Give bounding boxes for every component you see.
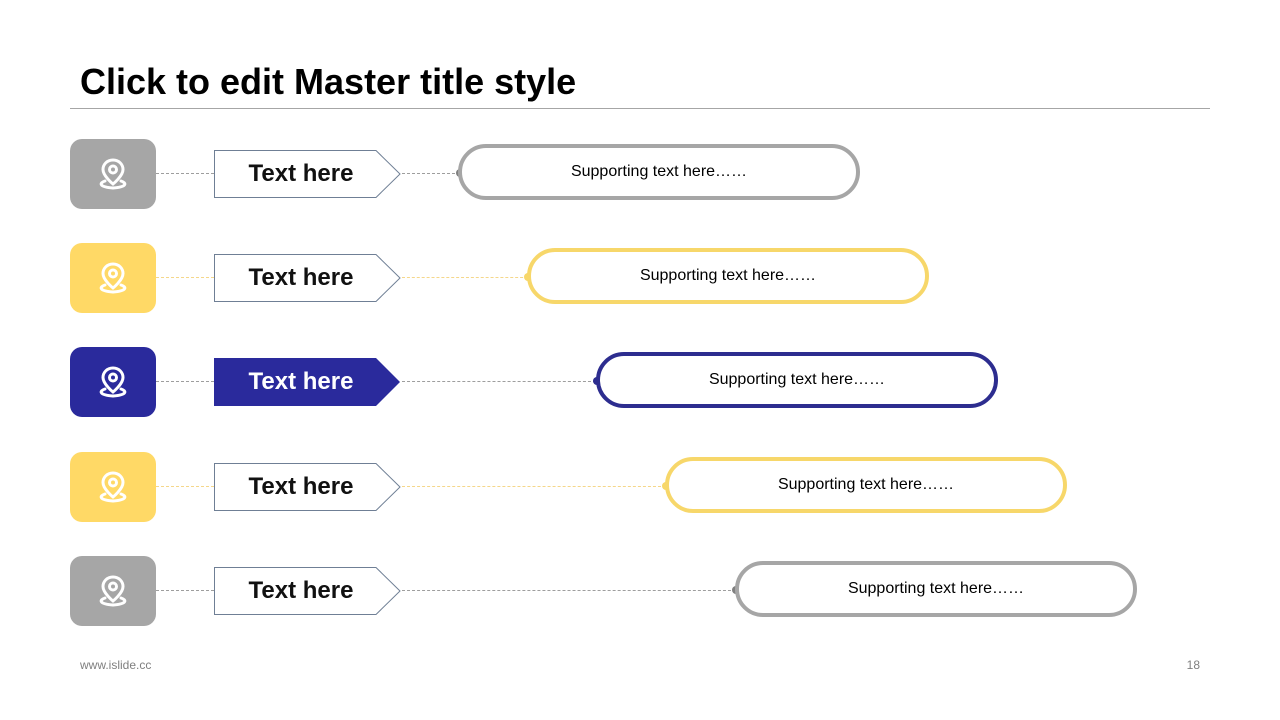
connector-line	[156, 381, 214, 382]
label-arrow-box[interactable]: Text here	[214, 150, 402, 198]
connector-line	[402, 590, 736, 591]
icon-tile	[70, 139, 156, 209]
supporting-text: Supporting text here……	[570, 163, 748, 180]
supporting-text: Supporting text here……	[847, 580, 1025, 597]
timeline-row: Text here Supporting text here……	[0, 347, 1280, 427]
icon-tile	[70, 347, 156, 417]
row-label: Text here	[248, 264, 354, 291]
icon-tile	[70, 243, 156, 313]
supporting-text-pill[interactable]: Supporting text here……	[735, 561, 1137, 617]
supporting-text-pill[interactable]: Supporting text here……	[596, 352, 998, 408]
connector-line	[156, 277, 214, 278]
row-label: Text here	[248, 368, 354, 395]
timeline-row: Text here Supporting text here……	[0, 243, 1280, 323]
location-pin-icon	[99, 158, 127, 190]
slide-title[interactable]: Click to edit Master title style	[80, 61, 577, 102]
label-arrow-box[interactable]: Text here	[214, 567, 402, 615]
connector-line	[402, 173, 460, 174]
page-number: 18	[1186, 658, 1200, 672]
supporting-text: Supporting text here……	[708, 371, 886, 388]
supporting-text: Supporting text here……	[639, 267, 817, 284]
supporting-text-pill[interactable]: Supporting text here……	[458, 144, 860, 200]
row-label: Text here	[248, 577, 354, 604]
row-label: Text here	[248, 160, 354, 187]
supporting-text: Supporting text here……	[777, 476, 955, 493]
location-pin-icon	[99, 471, 127, 503]
icon-tile	[70, 556, 156, 626]
label-arrow-box[interactable]: Text here	[214, 463, 402, 511]
location-pin-icon	[99, 366, 127, 398]
label-arrow-box[interactable]: Text here	[214, 358, 402, 406]
connector-line	[156, 486, 214, 487]
title-divider	[70, 108, 1210, 109]
connector-line	[156, 173, 214, 174]
connector-line	[402, 277, 528, 278]
footer-website: www.islide.cc	[80, 658, 152, 672]
location-pin-icon	[99, 575, 127, 607]
location-pin-icon	[99, 262, 127, 294]
label-arrow-box[interactable]: Text here	[214, 254, 402, 302]
connector-line	[402, 381, 596, 382]
connector-line	[156, 590, 214, 591]
timeline-row: Text here Supporting text here……	[0, 139, 1280, 219]
connector-line	[402, 486, 666, 487]
timeline-row: Text here Supporting text here……	[0, 452, 1280, 532]
supporting-text-pill[interactable]: Supporting text here……	[527, 248, 929, 304]
row-label: Text here	[248, 473, 354, 500]
icon-tile	[70, 452, 156, 522]
supporting-text-pill[interactable]: Supporting text here……	[665, 457, 1067, 513]
timeline-row: Text here Supporting text here……	[0, 556, 1280, 636]
